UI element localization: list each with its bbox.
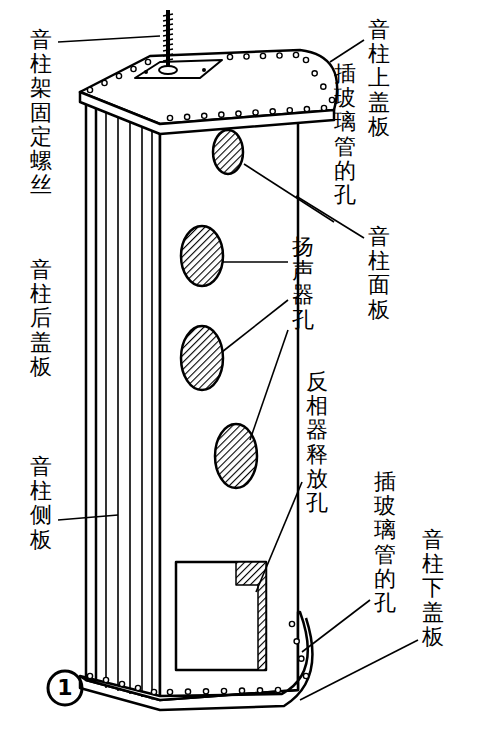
part-label: 扬声器孔 — [292, 235, 314, 332]
cap-hole — [239, 688, 244, 693]
cap-hole — [102, 80, 107, 85]
cap-hole — [151, 689, 156, 694]
cap-hole — [167, 115, 172, 120]
part-label: 反相器释放孔 — [306, 370, 328, 515]
figure-number-circle — [48, 671, 82, 705]
part-label: 音柱架固定螺丝 — [30, 28, 52, 197]
leader-lines — [58, 36, 418, 700]
part-label: 音柱后盖板 — [30, 258, 52, 379]
part-label: 音柱面板 — [368, 225, 390, 322]
cap-hole — [103, 677, 108, 682]
cap-hole — [312, 71, 317, 76]
speaker-hole — [181, 226, 223, 286]
cap-hole — [219, 112, 224, 117]
cap-hole — [260, 53, 265, 58]
panel-groove — [129, 120, 131, 694]
cap-hole — [299, 656, 304, 661]
cap-hole — [131, 66, 136, 71]
part-label: 音柱侧板 — [30, 455, 52, 552]
cap-hole — [257, 688, 262, 693]
panel-groove — [141, 123, 143, 697]
cap-hole — [227, 54, 232, 59]
cap-hole — [236, 111, 241, 116]
screw-thread — [163, 14, 173, 16]
part-label: 音柱上盖板 — [368, 18, 390, 139]
screw-nut — [159, 66, 177, 74]
top-cover-rim — [80, 92, 334, 134]
cap-hole — [185, 689, 190, 694]
screw-thread — [163, 39, 173, 41]
side-panel — [86, 100, 160, 700]
panel-groove — [105, 112, 107, 688]
cap-hole — [287, 108, 292, 113]
screw-thread — [163, 49, 173, 51]
back-cover-edge — [95, 103, 98, 683]
cap-hole — [329, 97, 334, 102]
cap-hole — [203, 689, 208, 694]
cap-hole — [244, 54, 249, 59]
cap-hole — [303, 673, 308, 678]
cap-hole — [304, 107, 309, 112]
cap-hole — [185, 114, 190, 119]
part-label: 音柱下盖板 — [422, 528, 444, 649]
cap-hole — [321, 84, 326, 89]
part-label: 插玻璃管的孔 — [374, 470, 396, 615]
glass-tube-hole — [213, 130, 243, 174]
cap-hole — [277, 53, 282, 58]
cap-hole — [289, 621, 294, 626]
screw-thread — [163, 19, 173, 21]
cap-hole — [87, 87, 92, 92]
screw-thread — [163, 24, 173, 26]
cap-hole — [303, 57, 308, 62]
reflex-port — [176, 562, 266, 670]
cap-hole — [293, 52, 298, 57]
front-panel — [160, 112, 298, 700]
cap-hole — [294, 639, 299, 644]
part-label: 插玻璃管的孔 — [334, 62, 356, 207]
screw-thread — [163, 54, 173, 56]
screw-thread — [163, 29, 173, 31]
cap-hole — [270, 109, 275, 114]
speaker-hole — [215, 424, 257, 488]
panel-groove — [151, 127, 153, 700]
cap-hole — [275, 687, 280, 692]
cap-hole — [321, 105, 326, 110]
cap-hole — [202, 113, 207, 118]
figure-number: 1 — [52, 673, 78, 703]
cap-hole — [145, 59, 150, 64]
cap-hole — [253, 110, 258, 115]
screw-thread — [163, 59, 173, 61]
screw-thread — [163, 44, 173, 46]
cap-hole — [116, 73, 121, 78]
cap-hole — [87, 673, 92, 678]
speaker-hole — [181, 326, 223, 390]
cap-hole — [167, 689, 172, 694]
bracket-plate — [135, 60, 222, 78]
panel-groove — [117, 116, 119, 691]
cap-hole — [135, 685, 140, 690]
cap-hole — [221, 688, 226, 693]
cap-hole — [119, 681, 124, 686]
screw-thread — [163, 34, 173, 36]
